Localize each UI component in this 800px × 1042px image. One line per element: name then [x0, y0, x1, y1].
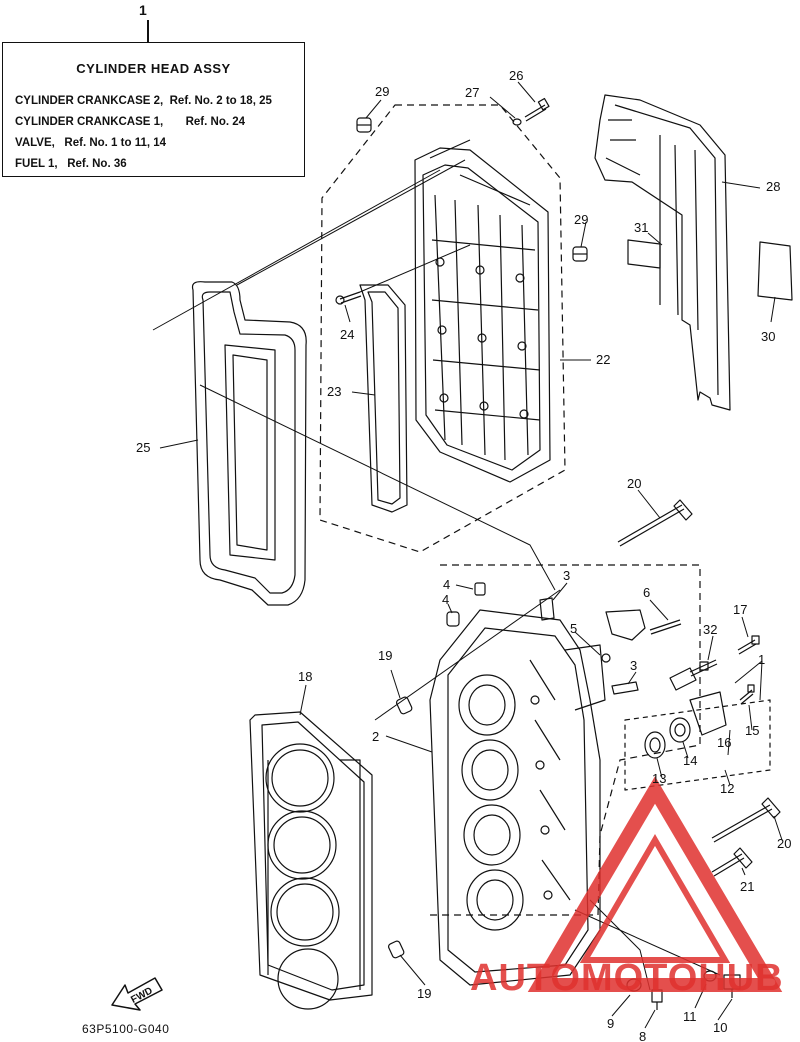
- watermark-text: AUTOMOTOHUB: [470, 957, 784, 999]
- callout-11: 11: [683, 1009, 697, 1024]
- cylinder-head-cover: [414, 139, 551, 483]
- bolt-21: [711, 847, 753, 877]
- callout-29-left: 29: [375, 84, 389, 99]
- clamp-6: [605, 609, 682, 641]
- label-plate-31: [627, 239, 661, 269]
- grommet-29-right: [572, 246, 588, 262]
- callout-8: 8: [639, 1029, 646, 1042]
- bolt-24: [335, 291, 362, 305]
- exhaust-cover-28: [594, 94, 731, 411]
- gasket-25: [191, 281, 307, 606]
- cover-gasket-23: [359, 284, 408, 513]
- bolt-20-top: [617, 499, 693, 547]
- info-line-3: VALVE, Ref. No. 1 to 11, 14: [15, 137, 167, 149]
- callout-30: 30: [761, 329, 775, 344]
- callout-25: 25: [136, 440, 150, 455]
- callout-9: 9: [607, 1016, 614, 1031]
- callout-13: 13: [652, 771, 666, 786]
- watermark-triangle-inner: [579, 834, 731, 963]
- head-cover-dashed-outline: [319, 104, 566, 553]
- plug-4-top: [474, 582, 486, 596]
- callout-22: 22: [596, 352, 610, 367]
- callout-29-right: 29: [574, 212, 588, 227]
- fwd-label: FWD: [129, 985, 154, 1005]
- callout-leaders: [159, 81, 783, 1029]
- callout-14: 14: [683, 753, 697, 768]
- callout-2: 2: [372, 729, 379, 744]
- bolt-15: [739, 684, 755, 705]
- callout-19-bottom: 19: [417, 986, 431, 1001]
- assembly-guide-lines: [152, 159, 721, 991]
- callout-26: 26: [509, 68, 523, 83]
- callout-24: 24: [340, 327, 354, 342]
- info-line-4: FUEL 1, Ref. No. 36: [15, 158, 127, 170]
- callout-23: 23: [327, 384, 341, 399]
- callout-28: 28: [766, 179, 780, 194]
- callout-20-top: 20: [627, 476, 641, 491]
- part-13: [644, 731, 666, 759]
- part-5: [601, 653, 611, 663]
- callout-12: 12: [720, 781, 734, 796]
- cylinder-head-dashed-outline: [430, 564, 701, 916]
- bolt-20-right: [711, 797, 781, 843]
- callout-17: 17: [733, 602, 747, 617]
- assembly-ref-leader: [147, 20, 149, 42]
- sensor-32: [669, 659, 718, 691]
- head-gasket-18: [249, 711, 373, 1010]
- washer-27: [512, 118, 522, 126]
- callout-4-top: 4: [443, 577, 450, 592]
- assembly-info-box: CYLINDER HEAD ASSY CYLINDER CRANKCASE 2,…: [2, 42, 305, 177]
- plate-30: [757, 241, 793, 301]
- diagram-code: 63P5100-G040: [82, 1022, 170, 1036]
- watermark-triangle: [527, 776, 783, 992]
- callout-15: 15: [745, 723, 759, 738]
- callout-19-top: 19: [378, 648, 392, 663]
- info-line-1: CYLINDER CRANKCASE 2, Ref. No. 2 to 18, …: [15, 95, 272, 107]
- assembly-title: CYLINDER HEAD ASSY: [76, 61, 231, 76]
- fwd-arrow: [111, 977, 163, 1011]
- callout-6: 6: [643, 585, 650, 600]
- thermostat-group-dashed-outline: [624, 699, 771, 791]
- dowel-19-bottom: [387, 940, 405, 959]
- part-14: [669, 717, 691, 743]
- callout-labels: 26 27 29 29 28 31 30 24 22 23 25 20 4 3 …: [129, 68, 791, 1042]
- callout-20-right: 20: [777, 836, 791, 851]
- grommet-29-left: [356, 117, 372, 133]
- callout-31: 31: [634, 220, 648, 235]
- bolt-17: [737, 635, 760, 655]
- assembly-ref-number: 1: [139, 2, 147, 18]
- callout-27: 27: [465, 85, 479, 100]
- callout-16: 16: [717, 735, 731, 750]
- dowel-pin-3-mid: [611, 681, 639, 695]
- callout-3-top: 3: [563, 568, 570, 583]
- housing-16: [689, 691, 727, 736]
- dowel-19-top: [395, 696, 413, 715]
- callout-32: 32: [703, 622, 717, 637]
- cylinder-head: [429, 609, 606, 986]
- callout-18: 18: [298, 669, 312, 684]
- callout-1-group: 1: [758, 652, 765, 667]
- info-line-2: CYLINDER CRANKCASE 1, Ref. No. 24: [15, 116, 246, 128]
- callout-5: 5: [570, 621, 577, 636]
- callout-10: 10: [713, 1020, 727, 1035]
- dowel-pin-3-top: [539, 597, 555, 621]
- callout-4-side: 4: [442, 592, 449, 607]
- watermark-logo: [527, 776, 783, 992]
- callout-21: 21: [740, 879, 754, 894]
- callout-3-mid: 3: [630, 658, 637, 673]
- bolt-26: [524, 97, 550, 122]
- plug-4-side: [446, 611, 460, 627]
